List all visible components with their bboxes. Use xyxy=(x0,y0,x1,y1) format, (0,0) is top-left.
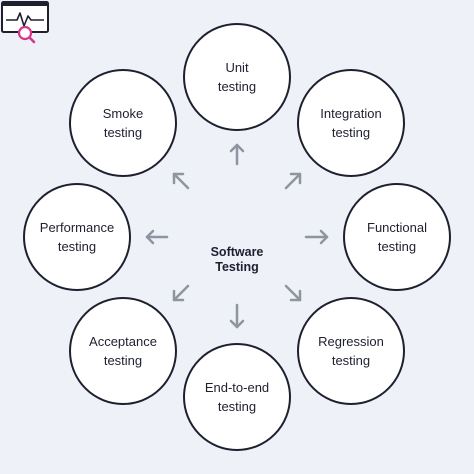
arrow-to-functional xyxy=(304,229,329,245)
node-label-line1: Unit xyxy=(225,60,249,75)
center-title-line2: Testing xyxy=(215,260,259,274)
node-label-line1: Functional xyxy=(367,220,427,235)
arrow-to-acceptance xyxy=(172,284,190,302)
node-label-line2: testing xyxy=(331,353,371,368)
node-performance-testing: Performance testing xyxy=(23,183,131,291)
node-label-line2: testing xyxy=(331,125,371,140)
node-acceptance-testing: Acceptance testing xyxy=(69,297,177,405)
node-label-line2: testing xyxy=(103,125,143,140)
node-end-to-end-testing: End-to-end testing xyxy=(183,343,291,451)
arrow-to-unit xyxy=(229,143,245,166)
node-regression-testing: Regression testing xyxy=(297,297,405,405)
arrow-to-integration xyxy=(284,172,302,190)
node-label-line1: Performance xyxy=(39,220,115,235)
node-label-line2: testing xyxy=(103,353,143,368)
center-title-line1: Software xyxy=(210,245,264,259)
node-label-line2: testing xyxy=(217,399,257,414)
node-label-line2: testing xyxy=(57,239,97,254)
node-label-line1: Smoke xyxy=(102,106,144,121)
node-label-line1: Integration xyxy=(320,106,382,121)
node-unit-testing: Unit testing xyxy=(183,23,291,131)
monitor-magnifier-icon xyxy=(1,1,49,44)
node-label-line1: Acceptance xyxy=(89,334,157,349)
arrow-to-end-to-end xyxy=(229,303,245,329)
node-label-line2: testing xyxy=(217,79,257,94)
node-smoke-testing: Smoke testing xyxy=(69,69,177,177)
node-functional-testing: Functional testing xyxy=(343,183,451,291)
arrow-to-performance xyxy=(145,229,169,245)
arrow-to-smoke xyxy=(172,172,190,190)
node-label-line1: Regression xyxy=(318,334,384,349)
node-label-line1: End-to-end xyxy=(204,380,270,395)
node-integration-testing: Integration testing xyxy=(297,69,405,177)
arrow-to-regression xyxy=(284,284,302,302)
node-label-line2: testing xyxy=(377,239,417,254)
center-title: Software Testing xyxy=(187,245,287,275)
